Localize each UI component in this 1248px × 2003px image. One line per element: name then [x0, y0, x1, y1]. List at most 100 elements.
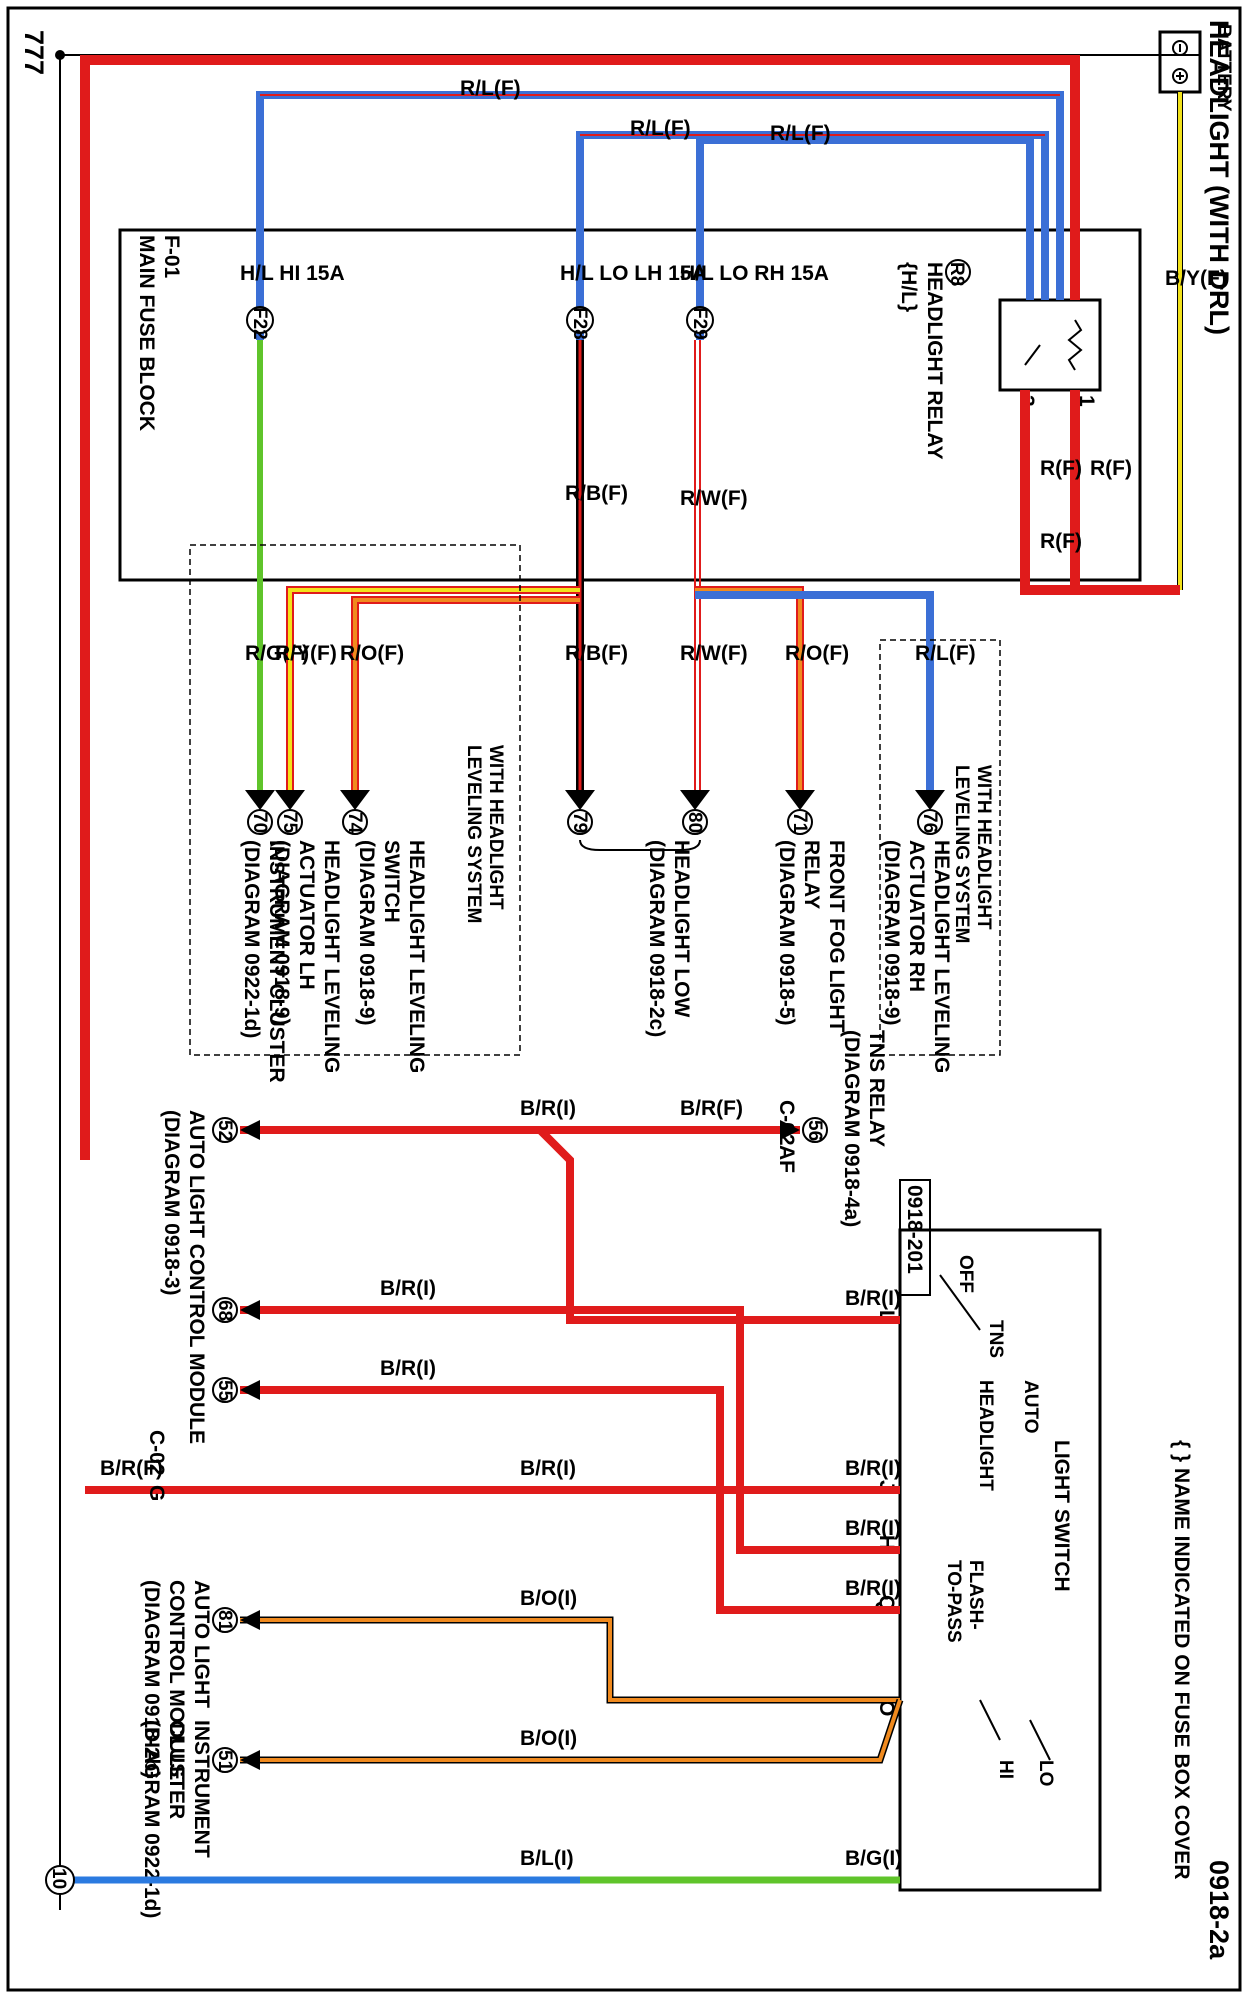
- wire-rf-main-label: R(F): [1040, 530, 1082, 553]
- svg-text:CONTROL MODULE: CONTROL MODULE: [165, 1580, 188, 1780]
- relay-alias: {H/L}: [897, 262, 920, 312]
- svg-text:INSTRUMENT: INSTRUMENT: [190, 1720, 213, 1858]
- wire-bo2: [240, 1699, 902, 1762]
- relay-tag: R8: [946, 262, 967, 286]
- relay-name: HEADLIGHT RELAY: [923, 262, 946, 460]
- page-frame: [6, 6, 1242, 1992]
- wire-rf2-label: R(F): [1040, 457, 1082, 480]
- connector-76: 76 HEADLIGHT LEVELING ACTUATOR RH (DIAGR…: [880, 790, 953, 1073]
- svg-text:70: 70: [249, 812, 270, 833]
- wire-ry: [288, 588, 580, 790]
- svg-text:(DIAGRAM 0918-2c): (DIAGRAM 0918-2c): [645, 840, 668, 1037]
- wire-h-68: [240, 1306, 900, 1554]
- wire-q-55: [240, 1386, 900, 1614]
- svg-text:76: 76: [919, 812, 940, 833]
- switch-lo: LO: [1035, 1760, 1056, 1786]
- wire-rl4: [695, 591, 934, 790]
- connector-80: 80 HEADLIGHT LOW (DIAGRAM 0918-2c): [579, 790, 710, 1037]
- wire-ro1: [353, 598, 580, 790]
- svg-text:(DIAGRAM 0918-9): (DIAGRAM 0918-9): [270, 840, 293, 1026]
- leveling-box-right: [879, 639, 1001, 1056]
- svg-text:HEADLIGHT LEVELING: HEADLIGHT LEVELING: [320, 840, 343, 1073]
- svg-text:68: 68: [214, 1300, 235, 1321]
- switch-code: 0918-201: [903, 1185, 926, 1274]
- svg-text:FRONT FOG LIGHT: FRONT FOG LIGHT: [825, 840, 848, 1033]
- wire-rb2-label: R/B(F): [565, 642, 628, 665]
- relay-tag-circle: [945, 259, 971, 285]
- switch-blade-hi: [979, 1699, 1001, 1741]
- connector-70: 70 INSTRUMENT CLUSTER (DIAGRAM 0922-1d): [240, 790, 288, 1083]
- wire-rl-f28: [576, 131, 1049, 340]
- wire-rl1-label: R/L(F): [460, 77, 521, 100]
- svg-text:HEADLIGHT LEVELING: HEADLIGHT LEVELING: [405, 840, 428, 1073]
- fuse-block-code: F-01: [160, 235, 183, 279]
- svg-text:RELAY: RELAY: [800, 840, 823, 909]
- wire-ry-label: R/Y(F): [275, 642, 337, 665]
- alcm1-desc2: (DIAGRAM 0918-3): [160, 1110, 183, 1296]
- connector-68: 68: [212, 1297, 260, 1323]
- wire-rl4-label: R/L(F): [915, 642, 976, 665]
- connector-81: 81 AUTO LIGHT CONTROL MODULE (DIAGRAM 09…: [140, 1580, 260, 1780]
- bracket-headlight-low: [579, 839, 701, 851]
- fuse-f22-tag: F22: [249, 307, 270, 340]
- wire-rl3-label: R/L(F): [770, 122, 831, 145]
- wire-boi2-label: B/O(I): [520, 1727, 577, 1750]
- switch-tns: TNS: [985, 1320, 1006, 1358]
- wire-rw2-label: R/W(F): [680, 642, 748, 665]
- svg-text:81: 81: [214, 1610, 235, 1632]
- leveling-right-line2: LEVELING SYSTEM: [951, 765, 972, 943]
- c02-top-pin: AF: [775, 1145, 798, 1173]
- wire-rl-f29: [696, 136, 1034, 340]
- connector-75: 75 HEADLIGHT LEVELING ACTUATOR LH (DIAGR…: [270, 790, 343, 1073]
- switch-topass: TO-PASS: [943, 1560, 964, 1643]
- wire-ro2: [695, 588, 802, 790]
- page-code: 0918-2a: [1204, 1860, 1234, 1960]
- svg-text:HEADLIGHT LEVELING: HEADLIGHT LEVELING: [930, 840, 953, 1073]
- svg-text:(DIAGRAM 0918-9): (DIAGRAM 0918-9): [880, 840, 903, 1026]
- svg-text:ACTUATOR RH: ACTUATOR RH: [905, 840, 928, 992]
- relay-coil: [1067, 319, 1083, 371]
- leveling-left-line2: LEVELING SYSTEM: [463, 745, 484, 923]
- wire-bri-l-label: B/R(I): [845, 1287, 901, 1310]
- main-fuse-block: [118, 228, 1142, 582]
- wire-bri-mid-label: B/R(I): [520, 1457, 576, 1480]
- svg-text:(DIAGRAM 0918-4a): (DIAGRAM 0918-4a): [840, 1030, 863, 1227]
- wire-tns-to-switch: [537, 1127, 900, 1324]
- svg-text:(DIAGRAM 0918-9): (DIAGRAM 0918-9): [355, 840, 378, 1026]
- connector-56: 56 TNS RELAY (DIAGRAM 0918-4a): [780, 1030, 888, 1227]
- fuse-block-name: MAIN FUSE BLOCK: [135, 235, 158, 431]
- wire-bri-j-label: B/R(I): [845, 1457, 901, 1480]
- svg-text:52: 52: [214, 1120, 235, 1141]
- connector-51: 51 INSTRUMENT CLUSTER (DIAGRAM 0922-1d): [140, 1720, 260, 1918]
- connector-55: 55: [212, 1377, 260, 1403]
- wire-red-feed: [80, 55, 1080, 1160]
- c02-bottom-code: C-02: [145, 1430, 168, 1476]
- wire-brf-top-label: B/R(F): [680, 1097, 743, 1120]
- ground-node: [55, 50, 65, 60]
- wire-bri-68-label: B/R(I): [380, 1277, 436, 1300]
- svg-text:56: 56: [804, 1120, 825, 1141]
- fuse-f29-tag: F29: [689, 307, 710, 340]
- relay-pin1: 1: [1075, 395, 1098, 407]
- svg-text:51: 51: [214, 1750, 235, 1772]
- switch-code-box: [899, 1179, 931, 1296]
- wire-bo1: [240, 1618, 900, 1702]
- switch-blade-main: [939, 1274, 981, 1331]
- wire-rl2-label: R/L(F): [630, 117, 691, 140]
- svg-text:75: 75: [279, 812, 300, 834]
- leveling-right-line1: WITH HEADLIGHT: [973, 765, 994, 930]
- wire-boi1-label: B/O(I): [520, 1587, 577, 1610]
- fuse-f28-label: H/L LO LH 15A: [560, 262, 707, 285]
- wire-ro2-label: R/O(F): [785, 642, 849, 665]
- wire-ro1-label: R/O(F): [340, 642, 404, 665]
- leveling-box-left: [189, 544, 521, 1056]
- svg-text:74: 74: [344, 812, 365, 834]
- ground-circle: [45, 1865, 75, 1895]
- alcm1-desc1: AUTO LIGHT CONTROL MODULE: [185, 1110, 208, 1444]
- wire-rb-label: R/B(F): [565, 482, 628, 505]
- wire-rf-relay: [1020, 390, 1180, 595]
- battery-label: BATTERY: [1213, 24, 1234, 112]
- connector-74: 74 HEADLIGHT LEVELING SWITCH (DIAGRAM 09…: [340, 790, 428, 1073]
